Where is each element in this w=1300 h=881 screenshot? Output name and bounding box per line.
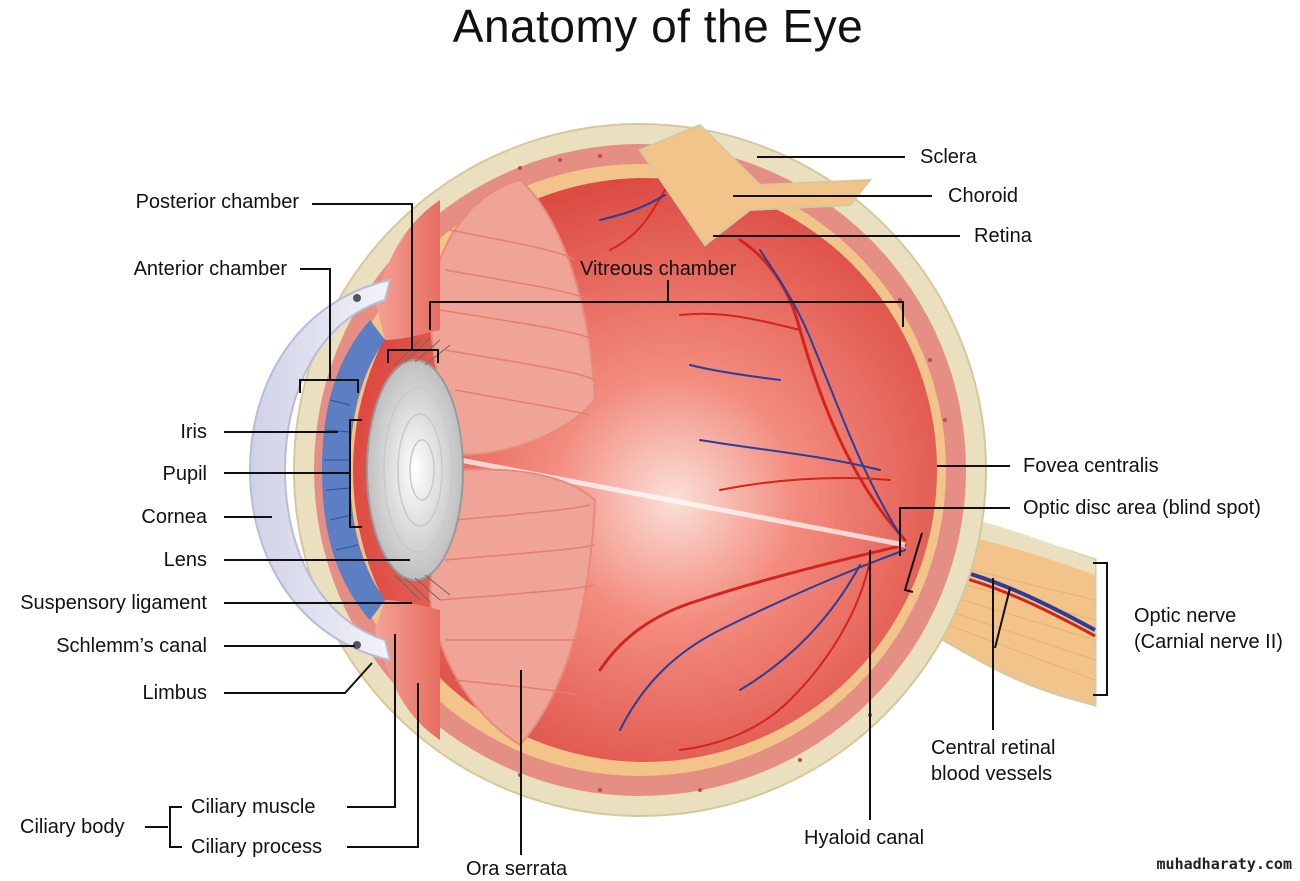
- retinal-vessels: [598, 189, 907, 751]
- label-cornea: Cornea: [141, 506, 207, 528]
- label-optic-disc: Optic disc area (blind spot): [1023, 497, 1261, 519]
- label-limbus: Limbus: [142, 682, 207, 704]
- label-retina: Retina: [974, 225, 1032, 247]
- label-ora-serrata: Ora serrata: [466, 858, 568, 880]
- label-blood-vessels: blood vessels: [931, 763, 1053, 785]
- label-hyaloid-canal: Hyaloid canal: [804, 827, 925, 849]
- label-vitreous-chamber: Vitreous chamber: [580, 258, 737, 280]
- leader-lines: [145, 156, 1108, 855]
- schlemms-canal-dot-top: [353, 294, 361, 302]
- label-ciliary-muscle: Ciliary muscle: [191, 796, 316, 818]
- ciliary-body-band-lower: [375, 600, 440, 740]
- label-posterior-chamber: Posterior chamber: [135, 191, 299, 213]
- label-optic-nerve-sub: (Carnial nerve II): [1134, 631, 1283, 653]
- label-anterior-chamber: Anterior chamber: [133, 258, 287, 280]
- label-choroid: Choroid: [948, 185, 1019, 207]
- label-ciliary-body: Ciliary body: [20, 816, 125, 838]
- lens-rings: [383, 387, 453, 553]
- lens-shape: [366, 359, 464, 581]
- iris-shape: [322, 320, 385, 620]
- label-ciliary-process: Ciliary process: [191, 836, 323, 858]
- site-watermark: muhadharaty.com: [1156, 855, 1292, 873]
- label-central-retinal: Central retinal: [931, 737, 1056, 759]
- label-sclera: Sclera: [920, 146, 977, 168]
- label-schlemms-canal: Schlemm’s canal: [56, 635, 207, 657]
- label-lens: Lens: [163, 549, 207, 571]
- ciliary-body-band: [375, 200, 440, 340]
- label-pupil: Pupil: [162, 463, 207, 485]
- label-iris: Iris: [180, 421, 207, 443]
- cutaway-notch: [638, 123, 873, 247]
- label-fovea-centralis: Fovea centralis: [1023, 455, 1159, 477]
- label-suspensory-ligament: Suspensory ligament: [20, 592, 207, 614]
- ciliary-fold-lines: [439, 229, 596, 696]
- cornea-shape: [248, 278, 392, 662]
- label-optic-nerve: Optic nerve: [1134, 605, 1237, 627]
- diagram-title: Anatomy of the Eye: [452, 0, 864, 52]
- iris-striations: [324, 399, 359, 551]
